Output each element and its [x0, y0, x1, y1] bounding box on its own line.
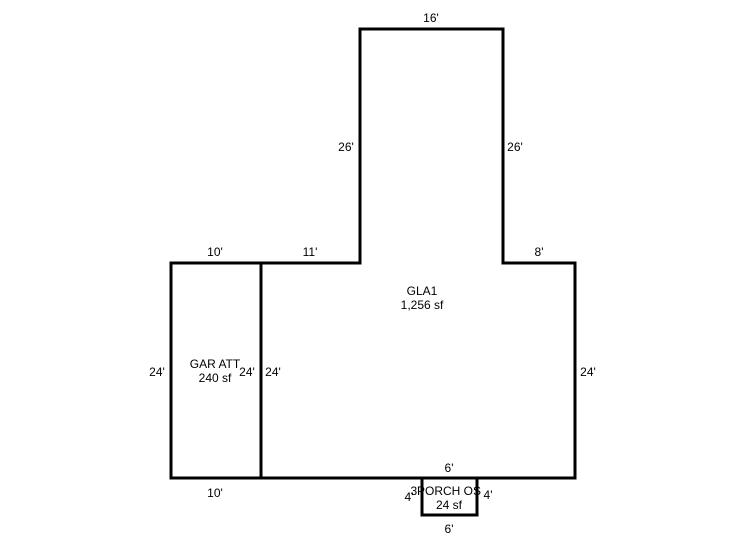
garage-size: 240 sf [199, 371, 232, 385]
dim-gla-step-right: 8' [535, 245, 544, 259]
dim-garage-bottom: 10' [207, 486, 223, 500]
dim-porch-left: 4' [405, 490, 414, 504]
dim-gla-step-left: 11' [303, 245, 318, 259]
dim-gla-left-upper: 26' [338, 140, 354, 154]
dim-garage-left: 24' [149, 365, 165, 379]
gla-outline [259, 27, 577, 480]
gla-size: 1,256 sf [401, 298, 444, 312]
dim-gla-top: 16' [423, 11, 439, 25]
dim-porch-right: 4' [484, 488, 493, 502]
porch-label: PORCH OS [417, 484, 481, 498]
dim-gla-right-upper: 26' [507, 140, 523, 154]
dim-gla-bottom-inner: 6' [445, 461, 454, 475]
dim-porch-bottom: 6' [445, 522, 454, 536]
dim-gla-left: 24' [265, 365, 281, 379]
garage-label: GAR ATT [190, 357, 241, 371]
porch-size: 24 sf [436, 498, 463, 512]
dim-garage-top: 10' [207, 245, 223, 259]
porch-outline [420, 476, 479, 517]
gla-label: GLA1 [407, 284, 438, 298]
dim-porch-overlap: 3' [411, 484, 420, 498]
dim-garage-right: 24' [239, 365, 255, 379]
garage-outline [169, 261, 263, 480]
dim-gla-right: 24' [580, 365, 596, 379]
